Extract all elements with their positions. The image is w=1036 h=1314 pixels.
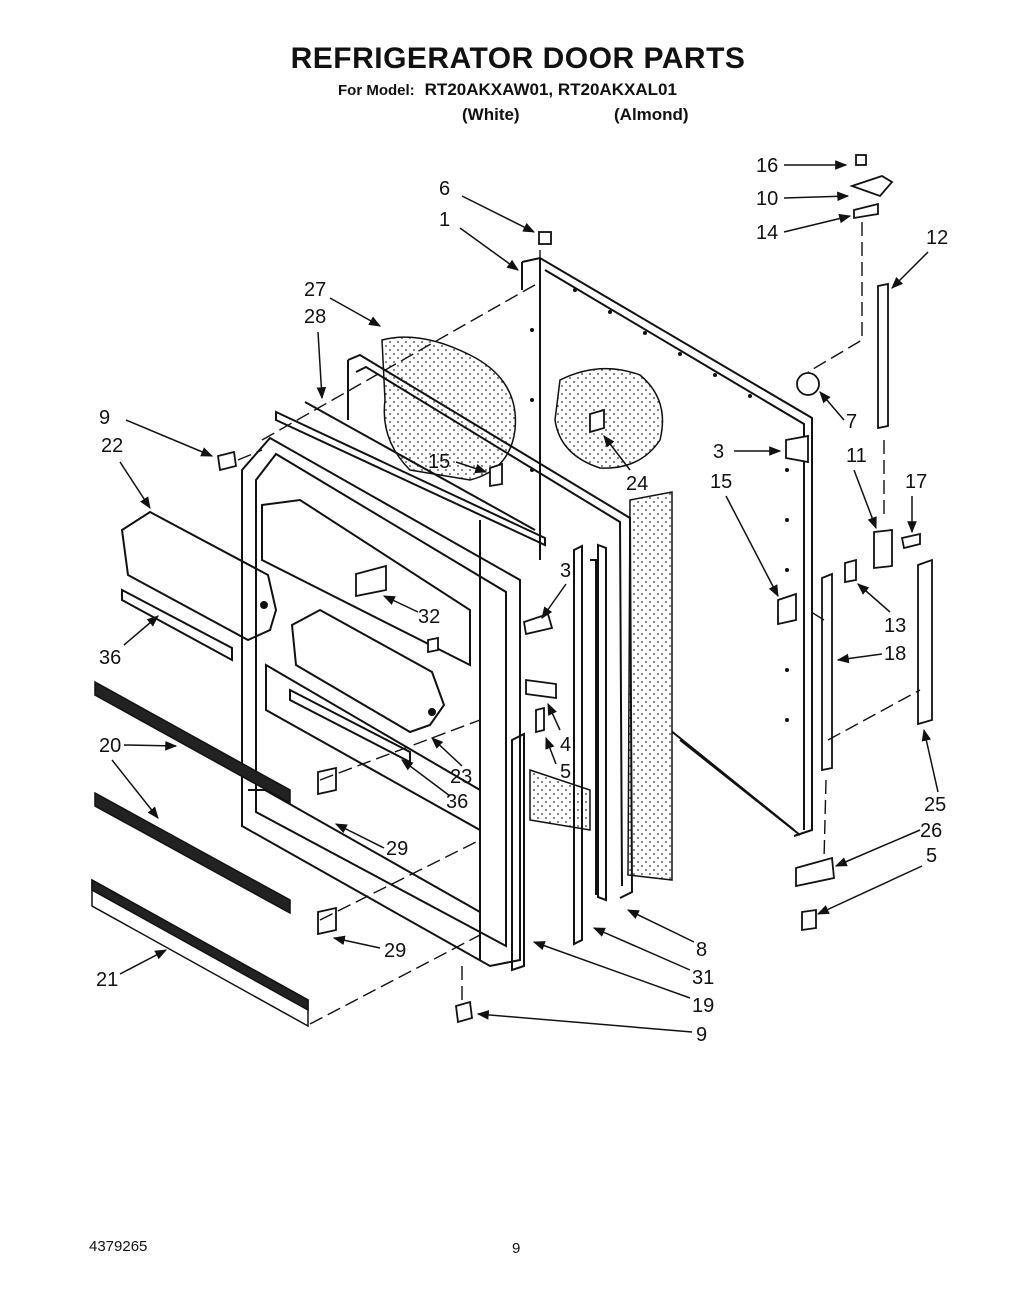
svg-text:3: 3 xyxy=(713,441,724,463)
page-number: 9 xyxy=(512,1240,521,1257)
callout-32: 32 xyxy=(382,595,440,628)
svg-text:1: 1 xyxy=(439,209,450,231)
svg-text:3: 3 xyxy=(560,560,571,582)
callout-19: 19 xyxy=(532,941,714,1017)
svg-text:14: 14 xyxy=(756,222,778,244)
callout-3-right: 3 xyxy=(713,441,782,463)
svg-text:25: 25 xyxy=(924,794,946,816)
svg-text:23: 23 xyxy=(450,766,472,788)
svg-text:9: 9 xyxy=(696,1024,707,1046)
callout-27: 27 xyxy=(304,279,382,327)
svg-text:24: 24 xyxy=(626,473,648,495)
outer-door-panel xyxy=(521,256,813,837)
svg-text:7: 7 xyxy=(846,411,857,433)
svg-text:21: 21 xyxy=(96,969,118,991)
callout-24: 24 xyxy=(603,435,648,495)
svg-text:17: 17 xyxy=(905,471,927,493)
door-gasket xyxy=(347,353,634,902)
callout-3-center: 3 xyxy=(541,560,571,619)
callout-22: 22 xyxy=(101,435,151,510)
callout-36-left: 36 xyxy=(99,615,159,669)
inner-door-liner xyxy=(241,436,521,968)
callout-12: 12 xyxy=(891,227,948,289)
callout-7: 7 xyxy=(819,391,857,433)
model-line: For Model: RT20AKXAW01, RT20AKXAL01 xyxy=(338,80,677,100)
callout-11: 11 xyxy=(846,445,877,530)
callout-5-center: 5 xyxy=(545,736,571,783)
callout-20: 20 xyxy=(99,735,178,819)
variant-almond: (Almond) xyxy=(614,105,689,124)
svg-text:5: 5 xyxy=(926,845,937,867)
svg-text:28: 28 xyxy=(304,306,326,328)
svg-text:36: 36 xyxy=(446,791,468,813)
svg-text:12: 12 xyxy=(926,227,948,249)
svg-text:29: 29 xyxy=(384,940,406,962)
document-number: 4379265 xyxy=(89,1238,148,1255)
door-shelf-rails xyxy=(275,401,546,547)
svg-text:11: 11 xyxy=(846,445,867,467)
model-label: For Model: xyxy=(338,82,415,99)
callout-31: 31 xyxy=(592,927,714,989)
small-parts xyxy=(216,154,933,1024)
svg-text:13: 13 xyxy=(884,615,906,637)
svg-text:8: 8 xyxy=(696,939,707,961)
svg-text:6: 6 xyxy=(439,178,450,200)
svg-text:19: 19 xyxy=(692,995,714,1017)
callout-13: 13 xyxy=(857,583,906,637)
callout-23: 23 xyxy=(431,737,472,788)
callout-15-left: 15 xyxy=(428,451,488,474)
callout-9-bottom: 9 xyxy=(476,1010,707,1046)
variant-white: (White) xyxy=(462,105,520,124)
page-title: REFRIGERATOR DOOR PARTS xyxy=(290,42,746,75)
svg-text:10: 10 xyxy=(756,188,778,210)
svg-text:15: 15 xyxy=(428,451,450,473)
svg-text:29: 29 xyxy=(386,838,408,860)
svg-text:26: 26 xyxy=(920,820,942,842)
svg-text:4: 4 xyxy=(560,734,571,756)
callout-29-upper: 29 xyxy=(334,823,408,860)
svg-text:16: 16 xyxy=(756,155,778,177)
callout-28: 28 xyxy=(304,306,326,400)
svg-text:22: 22 xyxy=(101,435,123,457)
svg-text:27: 27 xyxy=(304,279,326,301)
callout-10: 10 xyxy=(756,188,850,210)
callout-29-lower: 29 xyxy=(332,935,406,962)
svg-text:32: 32 xyxy=(418,606,440,628)
callout-18: 18 xyxy=(836,643,906,665)
callout-9-top: 9 xyxy=(99,407,214,457)
svg-text:31: 31 xyxy=(692,967,714,989)
svg-text:20: 20 xyxy=(99,735,121,757)
svg-text:18: 18 xyxy=(884,643,906,665)
callout-8: 8 xyxy=(626,909,707,961)
shelf-retainer-bars xyxy=(91,680,309,1028)
svg-text:5: 5 xyxy=(560,761,571,783)
callout-6: 6 xyxy=(439,178,536,233)
callout-17: 17 xyxy=(905,471,927,534)
callout-14: 14 xyxy=(756,213,852,244)
callout-1: 1 xyxy=(439,209,519,271)
door-panel-holes xyxy=(530,288,789,722)
callout-5-right: 5 xyxy=(816,845,937,915)
svg-text:15: 15 xyxy=(710,471,732,493)
callout-25: 25 xyxy=(921,728,946,816)
svg-text:9: 9 xyxy=(99,407,110,429)
callout-21: 21 xyxy=(96,949,168,991)
callout-36-center: 36 xyxy=(401,759,468,813)
dashed-guides xyxy=(237,222,921,1025)
callout-26: 26 xyxy=(834,820,942,867)
model-numbers: RT20AKXAW01, RT20AKXAL01 xyxy=(424,80,677,99)
callout-16: 16 xyxy=(756,155,848,177)
callout-4: 4 xyxy=(547,702,571,756)
svg-text:36: 36 xyxy=(99,647,121,669)
strips xyxy=(511,544,583,972)
callout-15-right: 15 xyxy=(710,471,779,598)
